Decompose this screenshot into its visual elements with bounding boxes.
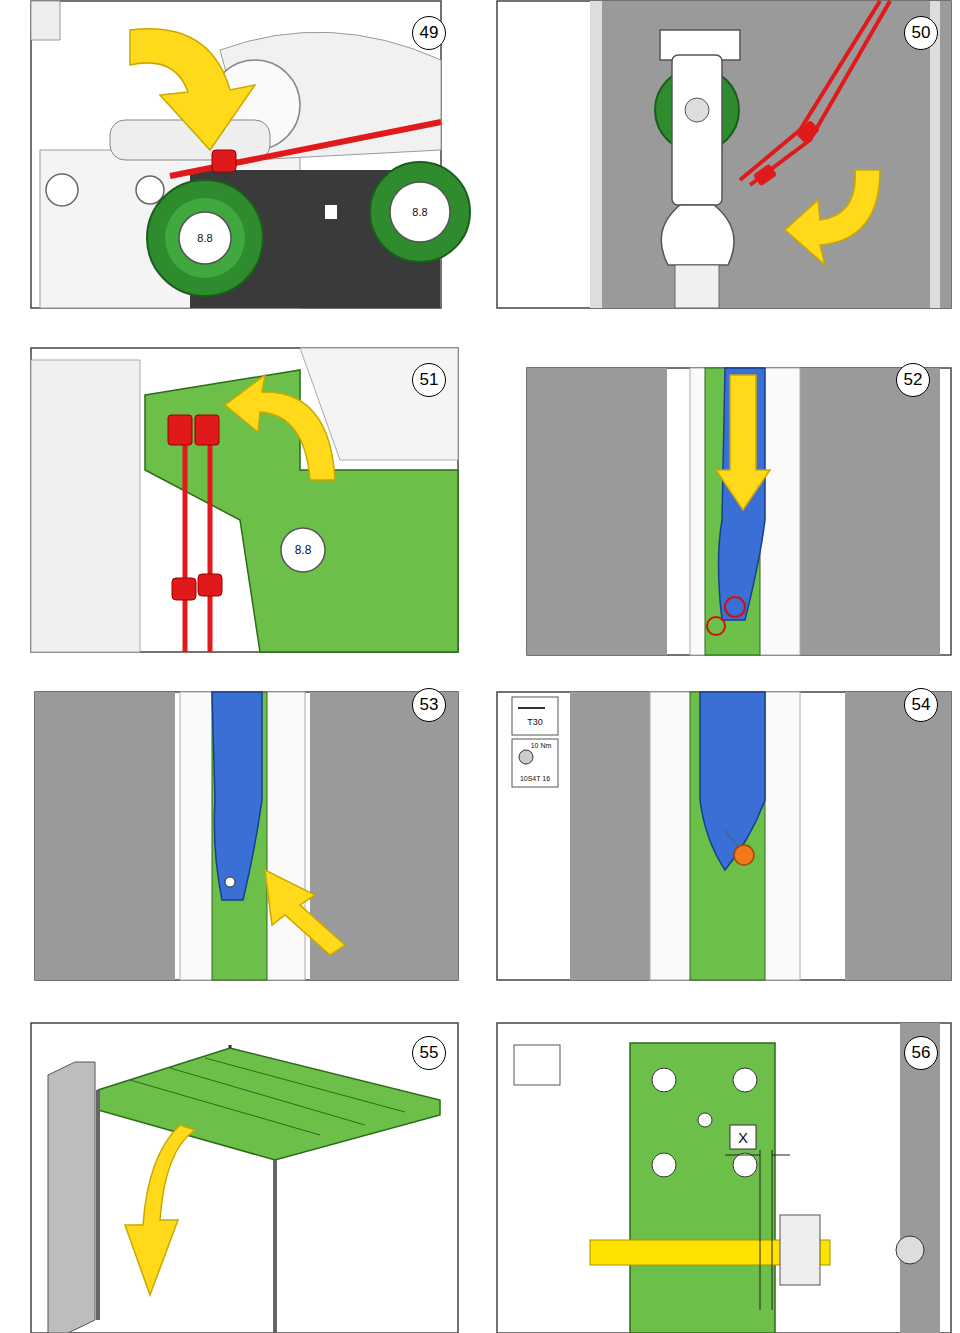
panel-53 xyxy=(35,692,458,980)
callout-number: 54 xyxy=(904,688,938,722)
callout-number: 49 xyxy=(412,16,446,50)
bolt-mark: 8.8 xyxy=(295,544,312,556)
screw-code: 10S4T 16 xyxy=(520,775,550,782)
torque-value: 10 Nm xyxy=(531,742,552,749)
callout-text: 52 xyxy=(904,370,923,390)
panel-52 xyxy=(527,368,951,655)
callout-number: 55 xyxy=(412,1036,446,1070)
panel-56 xyxy=(497,1023,951,1333)
panel-49 xyxy=(31,1,470,308)
callout-number: 53 xyxy=(412,688,446,722)
callout-text: 51 xyxy=(420,370,439,390)
callout-text: 55 xyxy=(420,1043,439,1063)
callout-number: 51 xyxy=(412,363,446,397)
panel-55 xyxy=(31,1023,458,1333)
callout-text: 53 xyxy=(420,695,439,715)
panel-50 xyxy=(497,1,951,308)
dimension-label: X xyxy=(738,1130,748,1145)
callout-number: 56 xyxy=(904,1036,938,1070)
panel-54 xyxy=(497,692,951,980)
bolt-mark: 8.8 xyxy=(412,207,427,218)
tool-size: T30 xyxy=(527,718,543,727)
callout-text: 54 xyxy=(912,695,931,715)
callout-text: 56 xyxy=(912,1043,931,1063)
callout-text: 50 xyxy=(912,23,931,43)
callout-number: 50 xyxy=(904,16,938,50)
bolt-mark: 8.8 xyxy=(197,233,212,244)
callout-text: 49 xyxy=(420,23,439,43)
panel-51 xyxy=(31,348,458,652)
callout-number: 52 xyxy=(896,363,930,397)
